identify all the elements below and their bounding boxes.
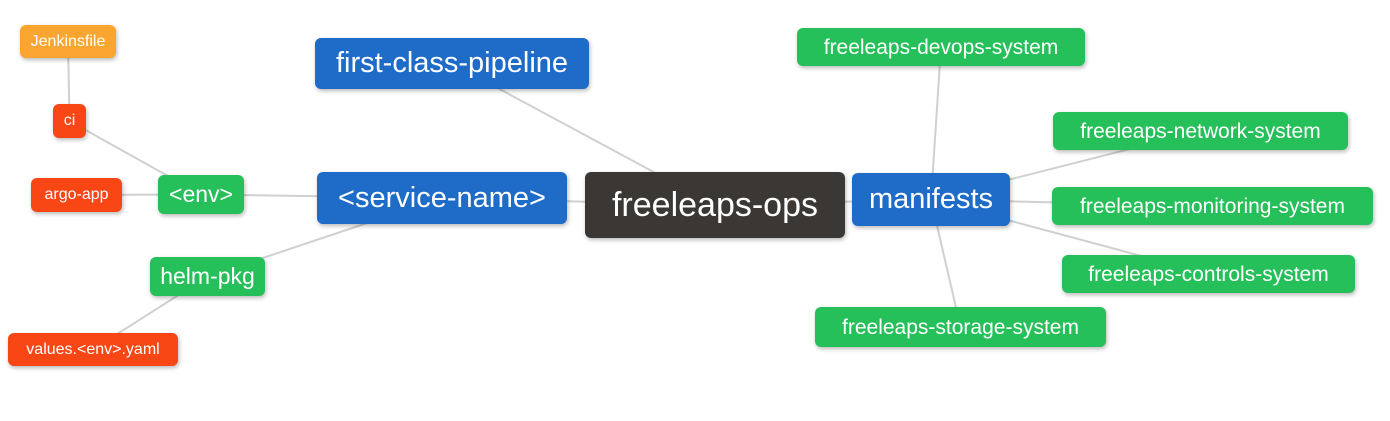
node-storage-system[interactable]: freeleaps-storage-system (815, 307, 1106, 347)
node-first-class-pipeline[interactable]: first-class-pipeline (315, 38, 589, 89)
node-freeleaps-ops[interactable]: freeleaps-ops (585, 172, 845, 238)
node-values-env-yaml[interactable]: values.<env>.yaml (8, 333, 178, 366)
node-jenkinsfile[interactable]: Jenkinsfile (20, 25, 116, 58)
node-helm-pkg[interactable]: helm-pkg (150, 257, 265, 296)
node-manifests[interactable]: manifests (852, 173, 1010, 226)
node-network-system[interactable]: freeleaps-network-system (1053, 112, 1348, 150)
node-monitoring-system[interactable]: freeleaps-monitoring-system (1052, 187, 1373, 225)
node-env[interactable]: <env> (158, 175, 244, 214)
node-devops-system[interactable]: freeleaps-devops-system (797, 28, 1085, 66)
node-ci[interactable]: ci (53, 104, 86, 138)
node-controls-system[interactable]: freeleaps-controls-system (1062, 255, 1355, 293)
node-service-name[interactable]: <service-name> (317, 172, 567, 224)
node-argo-app[interactable]: argo-app (31, 178, 122, 212)
